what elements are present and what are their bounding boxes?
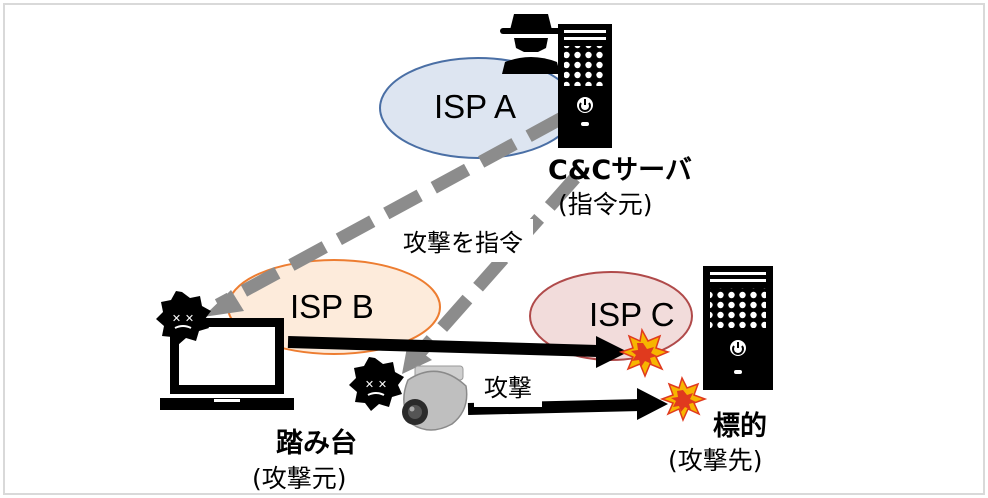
cc-server-icon (558, 24, 612, 148)
svg-text:✕ ✕: ✕ ✕ (365, 378, 387, 391)
diagram-frame (3, 3, 985, 495)
target-server-icon (703, 266, 773, 390)
cc-server-title: C&Cサーバ (548, 155, 692, 186)
cc-server-subtitle: (指令元) (558, 190, 653, 219)
explosion-icon (659, 375, 708, 422)
command-label: 攻撃を指令 (393, 219, 533, 262)
isp-c-label: ISP C (589, 296, 675, 333)
isp-b-label: ISP B (290, 288, 374, 325)
command-arrowhead-laptop (203, 290, 244, 317)
target-title: 標的 (713, 411, 767, 442)
attack-arrows (287, 336, 668, 420)
stepping-stone-title: 踏み台 (276, 428, 357, 459)
attack-arrowhead-1 (596, 336, 628, 368)
attack-label: 攻撃 (474, 364, 542, 407)
attack-arrowhead-2 (637, 388, 668, 420)
target-subtitle: (攻撃先) (668, 446, 763, 475)
hacker-icon (500, 14, 562, 74)
explosion-icon (618, 327, 671, 378)
isp-a-label: ISP A (434, 88, 516, 125)
malware-icon: ✕ ✕ (156, 291, 211, 345)
camera-icon (402, 365, 468, 431)
svg-text:✕ ✕: ✕ ✕ (172, 312, 194, 325)
malware-icon: ✕ ✕ (349, 357, 404, 411)
stepping-stone-subtitle: (攻撃元) (252, 464, 347, 493)
